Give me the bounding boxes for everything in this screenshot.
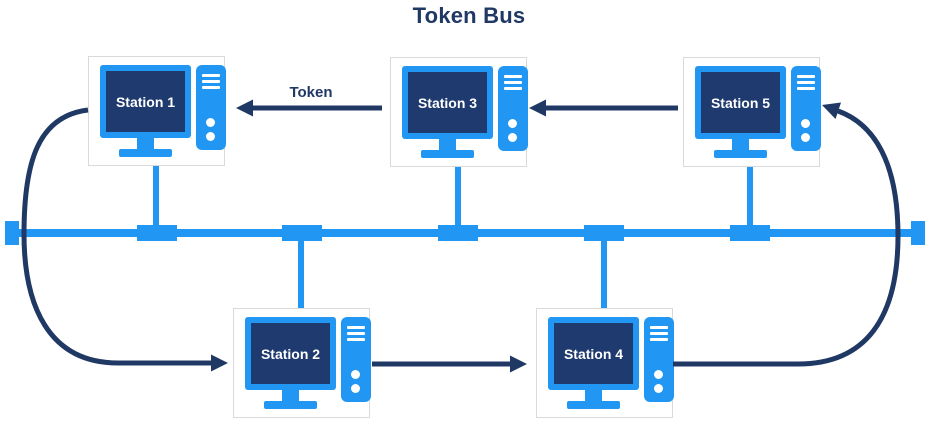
monitor-screen: Station 5 (701, 72, 780, 133)
drop-line-station-2 (298, 237, 304, 309)
monitor-icon: Station 5 (695, 66, 786, 139)
monitor-stand-icon (439, 139, 456, 150)
monitor-stand-icon (282, 390, 299, 401)
drop-line-station-4 (601, 237, 607, 309)
monitor-base-icon (567, 401, 620, 409)
station-label: Station 4 (563, 345, 624, 362)
station-label: Station 1 (115, 93, 176, 110)
monitor-stand-icon (585, 390, 602, 401)
monitor-screen: Station 4 (554, 323, 633, 384)
bus-terminator-left (5, 221, 19, 245)
arrowhead-s2-to-s4 (510, 355, 527, 373)
station-5: Station 5 (683, 57, 821, 167)
token-label: Token (289, 84, 333, 101)
arrowhead-s5-to-s3 (529, 99, 546, 117)
monitor-base-icon (714, 150, 767, 158)
monitor-screen: Station 1 (106, 71, 185, 132)
station-1: Station 1 (88, 56, 226, 166)
bus-tap-connector-1 (137, 225, 177, 241)
computer-tower-icon (341, 317, 371, 402)
station-4: Station 4 (536, 308, 674, 418)
station-3: Station 3 (390, 57, 528, 167)
station-label: Station 3 (417, 94, 478, 111)
bus-tap-connector-5 (730, 225, 770, 241)
monitor-base-icon (119, 149, 172, 157)
bus-tap-connector-4 (584, 225, 624, 241)
computer-tower-icon (196, 65, 226, 150)
monitor-stand-icon (732, 139, 749, 150)
monitor-stand-icon (137, 138, 154, 149)
monitor-icon: Station 2 (245, 317, 336, 390)
station-label: Station 5 (710, 94, 771, 111)
monitor-icon: Station 3 (402, 66, 493, 139)
bus-tap-connector-3 (438, 225, 478, 241)
arrowhead-s1-to-s2 (211, 354, 228, 372)
drop-line-station-3 (455, 166, 461, 230)
monitor-base-icon (264, 401, 317, 409)
computer-tower-icon (644, 317, 674, 402)
monitor-screen: Station 2 (251, 323, 330, 384)
computer-tower-icon (498, 66, 528, 151)
monitor-base-icon (421, 150, 474, 158)
monitor-screen: Station 3 (408, 72, 487, 133)
diagram-title: Token Bus (412, 3, 526, 28)
monitor-icon: Station 1 (100, 65, 191, 138)
station-label: Station 2 (260, 345, 321, 362)
drop-line-station-5 (747, 166, 753, 230)
station-2: Station 2 (233, 308, 371, 418)
arrowhead-s4-to-s5 (822, 102, 841, 119)
arrowhead-s3-to-s1 (236, 99, 253, 117)
drop-line-station-1 (153, 164, 159, 230)
bus-terminator-right (911, 221, 925, 245)
bus-tap-connector-2 (282, 225, 322, 241)
computer-tower-icon (791, 66, 821, 151)
monitor-icon: Station 4 (548, 317, 639, 390)
